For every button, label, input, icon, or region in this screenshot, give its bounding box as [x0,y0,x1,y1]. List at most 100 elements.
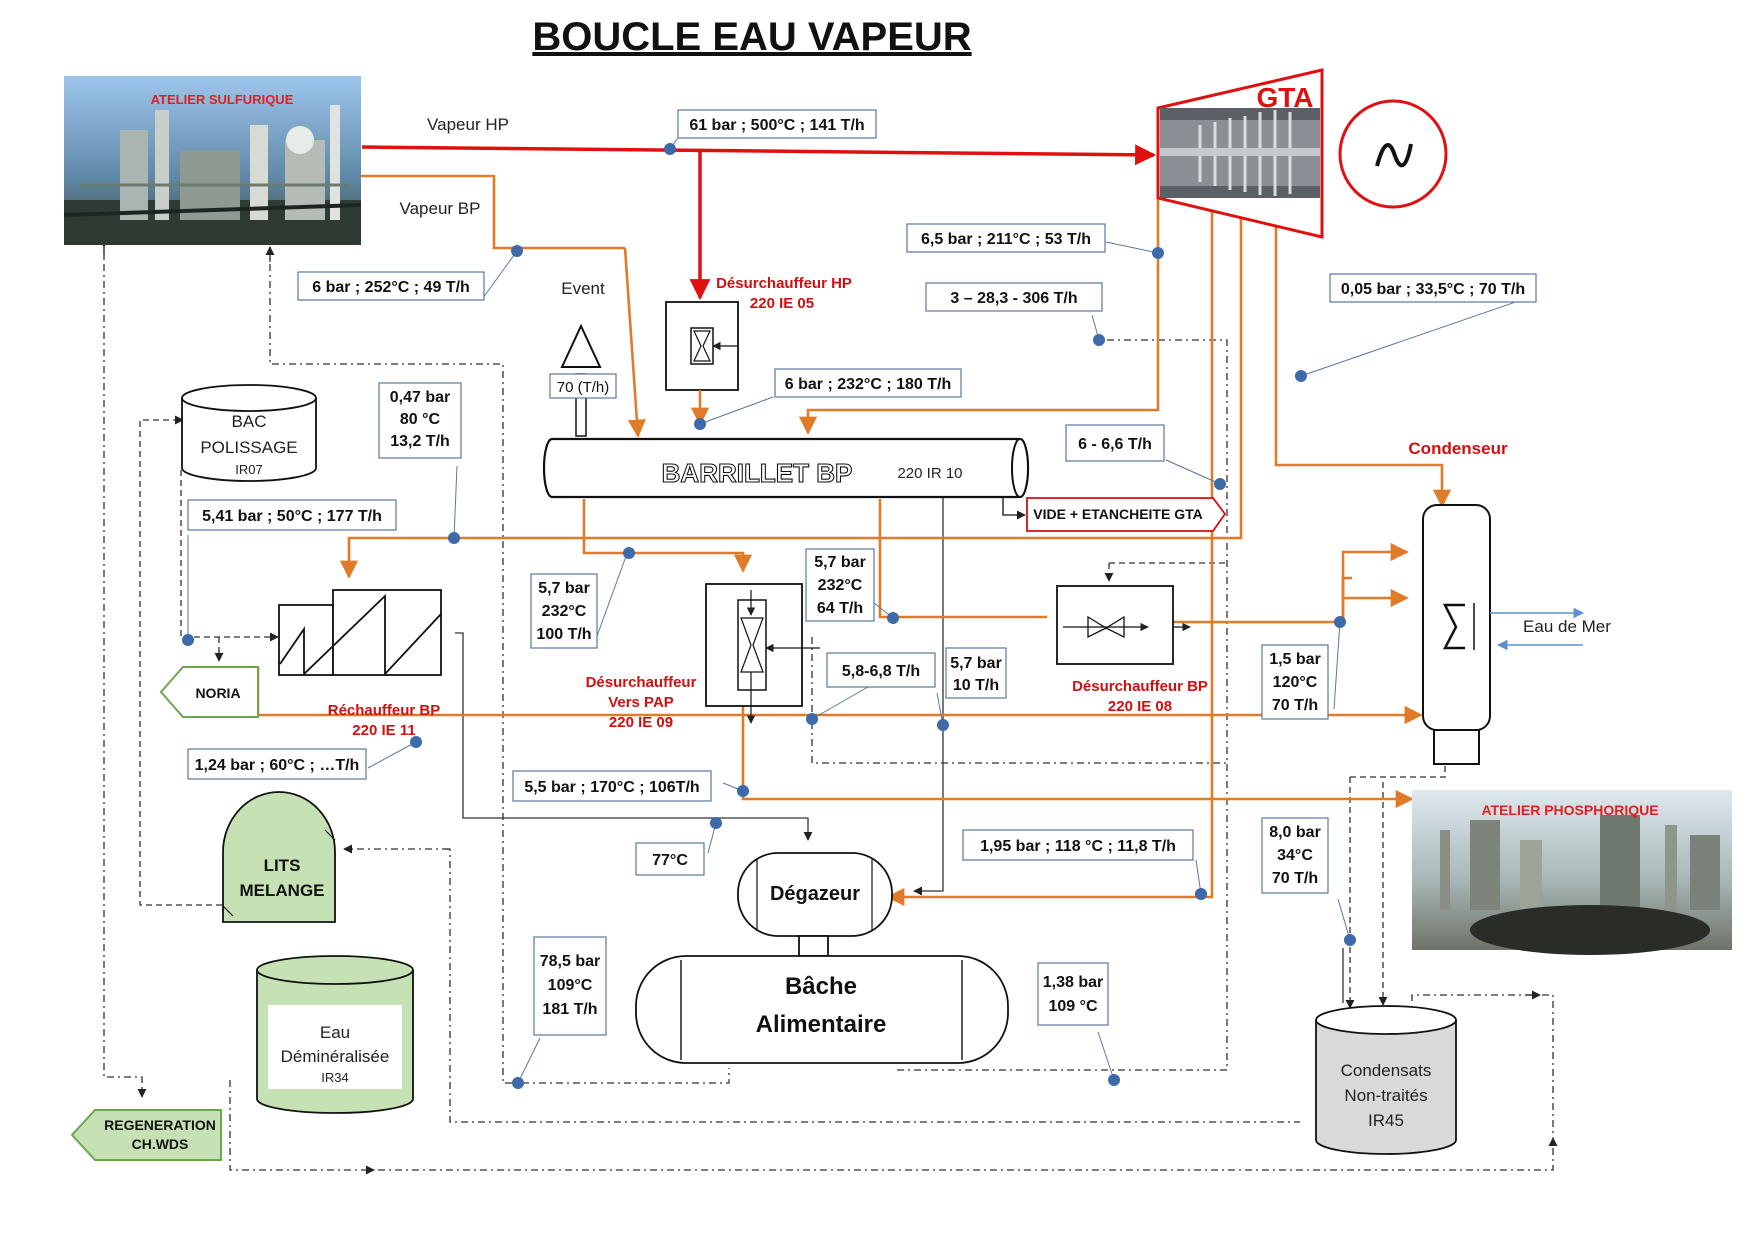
value-box-3-28: 3 – 28,3 - 306 T/h [925,282,1103,312]
bache-line1: Bâche [785,973,857,1000]
svg-text:6 bar ; 232°C ; 180 T/h: 6 bar ; 232°C ; 180 T/h [785,376,951,393]
leader-lines [187,131,1534,1084]
barrillet-bp [542,437,1030,499]
atelier-sulfurique-image: ATELIER SULFURIQUE [63,76,362,245]
desurch-pap-line1: Désurchauffeur [586,674,697,691]
value-box-1-5bar: 1,5 bar 120°C 70 T/h [1261,644,1329,720]
svg-text:6,5 bar ; 211°C ; 53 T/h: 6,5 bar ; 211°C ; 53 T/h [921,231,1091,248]
svg-text:232°C: 232°C [818,577,863,594]
svg-text:0,47 bar: 0,47 bar [390,389,450,406]
regeneration-line2: CH.WDS [132,1136,189,1152]
diagram-title: BOUCLE EAU VAPEUR [532,15,971,59]
svg-text:77°C: 77°C [652,852,688,869]
degazeur-label: Dégazeur [770,883,860,905]
svg-text:1,95 bar ; 118 °C ; 11,8 T/h: 1,95 bar ; 118 °C ; 11,8 T/h [980,838,1176,855]
lits-melange-vessel [222,791,336,923]
value-box-1-38bar: 1,38 bar 109 °C [1037,962,1109,1026]
regeneration-tag [70,1109,222,1161]
svg-text:5,7 bar: 5,7 bar [538,580,590,597]
svg-text:181 T/h: 181 T/h [542,1001,597,1018]
value-box-5-7bar-10: 5,7 bar 10 T/h [945,647,1007,699]
desurch-pap-tag: 220 IE 09 [609,714,673,731]
rechauffeur-tag: 220 IE 11 [352,722,415,739]
svg-text:5,5 bar ; 170°C ; 106T/h: 5,5 bar ; 170°C ; 106T/h [524,779,699,796]
value-box-6bar-232: 6 bar ; 232°C ; 180 T/h [774,368,962,398]
value-box-5-41bar: 5,41 bar ; 50°C ; 177 T/h [187,499,397,531]
svg-text:5,8-6,8 T/h: 5,8-6,8 T/h [842,663,920,680]
bac-polissage-tank [181,384,317,482]
noria-tag [159,666,259,718]
bache-alimentaire-vessel [635,955,1009,1064]
lits-melange-line1: LITS [264,856,301,875]
svg-text:109 °C: 109 °C [1048,998,1098,1015]
atelier-sulfurique-label: ATELIER SULFURIQUE [151,92,294,107]
svg-text:109°C: 109°C [548,977,593,994]
value-box-0-47bar: 0,47 bar 80 °C 13,2 T/h [378,382,462,459]
value-box-6-6-6: 6 - 6,6 T/h [1065,424,1165,462]
barrillet-label: BARRILLET BP [662,458,853,488]
svg-text:120°C: 120°C [1273,674,1318,691]
desurch-hp-tag: 220 IE 05 [750,295,814,312]
svg-text:100 T/h: 100 T/h [536,626,591,643]
condenseur-label: Condenseur [1408,439,1508,458]
svg-text:5,7 bar: 5,7 bar [950,655,1002,672]
value-box-78-5bar: 78,5 bar 109°C 181 T/h [533,936,607,1036]
svg-text:3 – 28,3 - 306 T/h: 3 – 28,3 - 306 T/h [950,290,1077,307]
bac-polissage-line1: BAC [232,412,267,431]
desurch-pap-line2: Vers PAP [608,694,674,711]
desurchauffeur-bp [1056,585,1191,665]
value-box-5-8-6-8: 5,8-6,8 T/h [826,652,936,688]
svg-text:5,7 bar: 5,7 bar [814,554,866,571]
event-label: Event [561,279,605,298]
svg-text:6 - 6,6 T/h: 6 - 6,6 T/h [1078,436,1152,453]
desurch-bp-title: Désurchauffeur BP [1072,678,1208,695]
value-box-5-7bar-100: 5,7 bar 232°C 100 T/h [530,573,598,649]
value-box-6-5bar: 6,5 bar ; 211°C ; 53 T/h [906,223,1106,253]
value-box-8-0bar: 8,0 bar 34°C 70 T/h [1261,817,1329,894]
desurchauffeur-hp [665,301,739,391]
lits-melange-line2: MELANGE [240,881,325,900]
value-box-1-24bar: 1,24 bar ; 60°C ; …T/h [187,748,367,780]
svg-text:70 (T/h): 70 (T/h) [557,379,610,396]
svg-text:8,0 bar: 8,0 bar [1269,824,1321,841]
desurchauffeur-pap [705,583,820,724]
regeneration-line1: REGENERATION [104,1117,216,1133]
vapeur-bp-label: Vapeur BP [400,199,481,218]
eau-demin-line2: Déminéralisée [281,1047,390,1066]
svg-text:34°C: 34°C [1277,847,1313,864]
noria-label: NORIA [195,685,240,701]
eau-de-mer-label: Eau de Mer [1523,617,1611,636]
eau-demin-line1: Eau [320,1023,350,1042]
svg-text:1,5 bar: 1,5 bar [1269,651,1321,668]
barrillet-tag: 220 IR 10 [897,465,962,482]
svg-text:61 bar ; 500°C ; 141 T/h: 61 bar ; 500°C ; 141 T/h [689,117,864,134]
bac-polissage-line2: POLISSAGE [200,438,297,457]
svg-text:64 T/h: 64 T/h [817,600,863,617]
value-box-5-7bar-64: 5,7 bar 232°C 64 T/h [805,548,875,622]
svg-text:70 T/h: 70 T/h [1272,870,1318,887]
bache-line2: Alimentaire [756,1011,887,1038]
svg-text:6 bar ; 252°C ; 49 T/h: 6 bar ; 252°C ; 49 T/h [312,279,470,296]
gta-label: GTA [1256,82,1313,113]
atelier-phosphorique-image: ATELIER PHOSPHORIQUE [1412,790,1732,955]
condensats-tank [1315,1005,1457,1155]
condensats-line1: Condensats [1341,1061,1432,1080]
vapeur-hp-label: Vapeur HP [427,115,509,134]
svg-text:10 T/h: 10 T/h [953,677,999,694]
condensats-line2: Non-traités [1344,1086,1427,1105]
value-box-event-flow: 70 (T/h) [549,373,617,399]
svg-text:78,5 bar: 78,5 bar [540,953,600,970]
value-box-77c: 77°C [635,842,705,876]
vide-etancheite-label: VIDE + ETANCHEITE GTA [1033,506,1202,522]
svg-text:0,05 bar ; 33,5°C ; 70 T/h: 0,05 bar ; 33,5°C ; 70 T/h [1341,281,1525,298]
svg-text:70 T/h: 70 T/h [1272,697,1318,714]
measurement-points [182,143,1356,1089]
value-box-5-5bar: 5,5 bar ; 170°C ; 106T/h [512,770,712,802]
dashed-lines [99,238,1558,1175]
value-box-6bar-252: 6 bar ; 252°C ; 49 T/h [297,271,485,301]
svg-text:232°C: 232°C [542,603,587,620]
svg-text:1,38 bar: 1,38 bar [1043,974,1103,991]
degazeur-vessel [737,852,893,957]
